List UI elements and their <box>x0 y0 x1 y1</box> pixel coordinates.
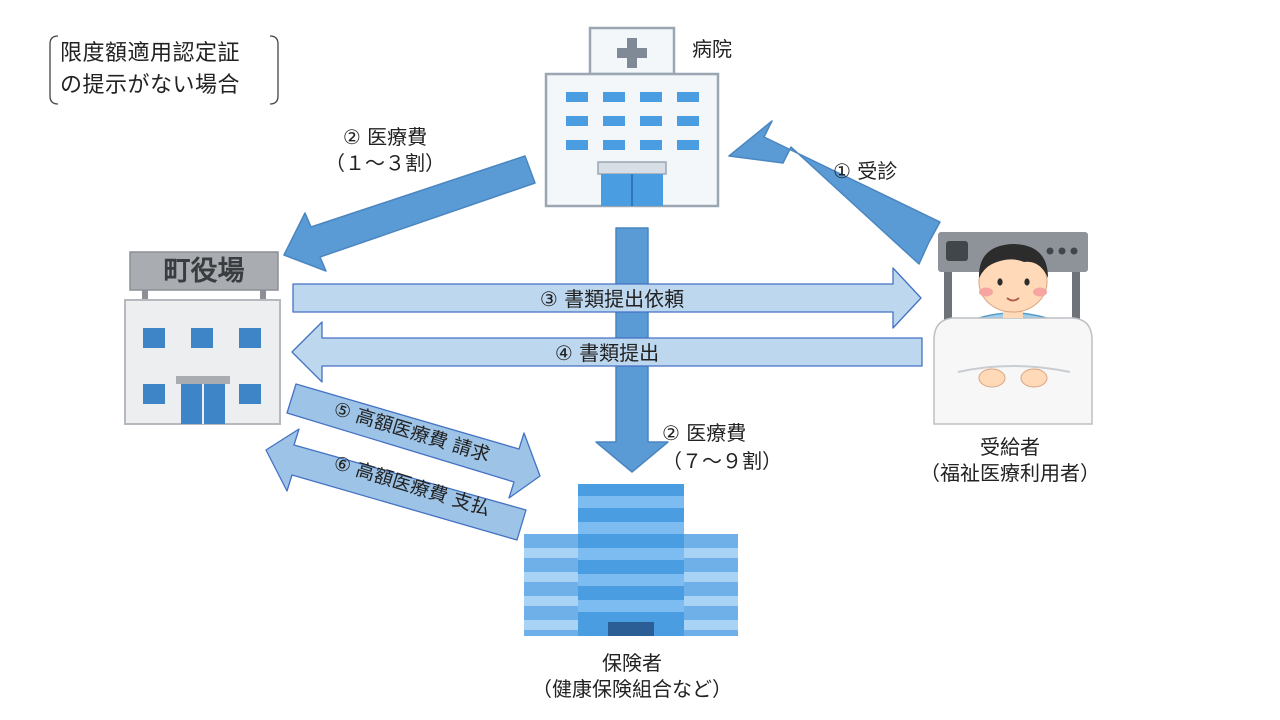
insurer-label: 保険者 （健康保険組合など） <box>520 650 744 702</box>
insurer-subname: （健康保険組合など） <box>532 677 732 701</box>
town-hall-sign: 町役場 <box>164 256 245 287</box>
arrow-high-cost-claim <box>286 383 541 499</box>
recipient-name: 受給者 <box>980 435 1040 459</box>
arrow-medical-fee-to-town <box>283 155 536 272</box>
insurer-name: 保険者 <box>602 651 662 675</box>
note-text: 限度額適用認定証 の提示がない場合 <box>60 38 275 102</box>
arrow-consult <box>728 120 941 265</box>
hospital-icon <box>544 26 720 208</box>
insurer-building-icon <box>524 484 738 636</box>
recipient-label: 受給者 （福祉医療利用者） <box>900 434 1120 486</box>
recipient-subname: （福祉医療利用者） <box>920 461 1100 485</box>
note-bracket <box>49 35 279 105</box>
note-line-1: 限度額適用認定証 <box>60 41 241 66</box>
flow-label-1: ① 受診 <box>833 159 898 183</box>
flow-label-2a-title: ② 医療費 <box>342 125 428 149</box>
arrow-document-request <box>292 267 922 329</box>
hospital-label: 病院 <box>692 37 732 61</box>
arrow-document-submit <box>291 321 923 383</box>
flow-label-4: ④ 書類提出 <box>555 341 659 365</box>
note-line-2: の提示がない場合 <box>60 73 241 98</box>
town-hall-icon <box>124 251 281 425</box>
patient-in-bed-icon <box>933 232 1093 425</box>
flow-label-2b: ② 医療費 （７～９割） <box>662 420 782 474</box>
flow-label-2a-ratio: （１～３割） <box>325 151 445 175</box>
flow-label-2a: ② 医療費 （１～３割） <box>300 124 470 176</box>
flow-label-2b-title: ② 医療費 <box>662 421 747 445</box>
flow-label-3: ③ 書類提出依頼 <box>540 287 684 311</box>
arrow-high-cost-payment <box>265 428 527 541</box>
flow-label-2b-ratio: （７～９割） <box>662 449 782 473</box>
